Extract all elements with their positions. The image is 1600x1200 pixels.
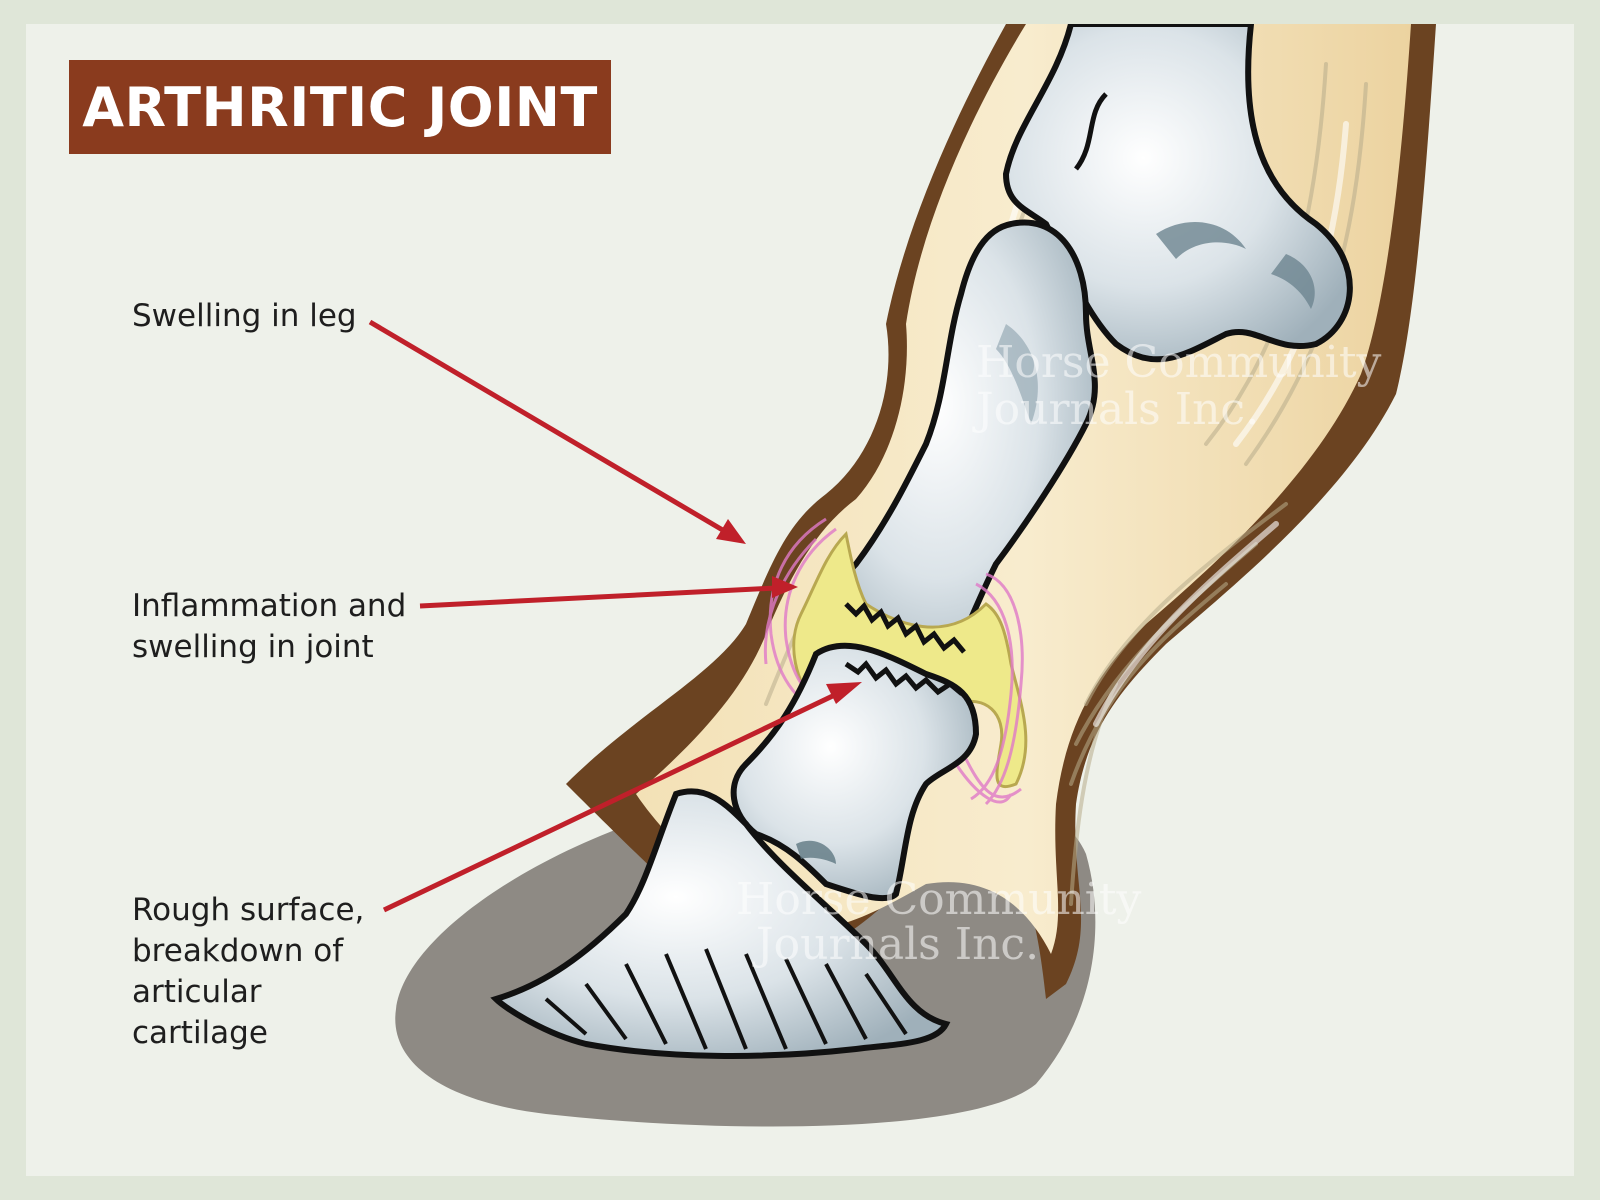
callout-inflammation-joint: Inflammation and swelling in joint — [132, 586, 406, 668]
cannon-bone — [1002, 24, 1353, 363]
callout-swelling-leg: Swelling in leg — [132, 296, 357, 337]
bone-shading — [1271, 254, 1315, 309]
watermark-text: Horse Community — [736, 874, 1142, 925]
bone-shading — [1156, 222, 1246, 259]
watermark-text: Horse Community — [976, 337, 1382, 388]
callout-rough-surface: Rough surface, breakdown of articular ca… — [132, 890, 364, 1054]
callout-line: articular — [132, 974, 262, 1010]
watermark-text: Journals Inc. — [972, 384, 1259, 435]
callout-line: Swelling in leg — [132, 298, 357, 334]
bone-contour — [1073, 92, 1108, 171]
callout-line: cartilage — [132, 1015, 268, 1051]
callout-line: breakdown of — [132, 933, 344, 969]
diagram-title: ARTHRITIC JOINT — [82, 75, 598, 139]
leg-illustration: Horse Community Journals Inc. Horse Comm… — [368, 24, 1436, 1127]
bone-shading — [996, 324, 1038, 424]
callout-line: Rough surface, — [132, 892, 365, 928]
watermark-text: Journals Inc. — [752, 919, 1039, 970]
diagram-panel: Horse Community Journals Inc. Horse Comm… — [26, 24, 1574, 1176]
title-banner: ARTHRITIC JOINT — [69, 60, 611, 154]
joint-capsule — [792, 530, 1028, 788]
rough-cartilage — [844, 601, 966, 696]
coffin-bone — [490, 788, 951, 1059]
callout-line: Inflammation and — [132, 588, 407, 624]
bone-shading — [796, 840, 836, 864]
callout-line: swelling in joint — [132, 629, 374, 665]
short-pastern-bone — [730, 642, 980, 902]
coffin-bone-texture — [544, 948, 908, 1050]
callout-arrows — [368, 319, 862, 913]
